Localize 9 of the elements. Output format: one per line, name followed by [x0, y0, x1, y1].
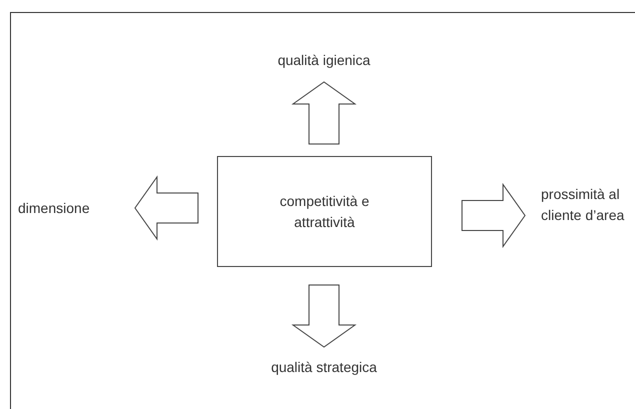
text-label: qualità strategica — [239, 357, 409, 377]
block-arrow — [462, 182, 526, 248]
block-arrow — [291, 284, 357, 348]
text-label: dimensione — [18, 198, 118, 218]
block-arrow — [134, 175, 198, 241]
block-arrow — [291, 81, 357, 144]
text-label: prossimità al cliente d’area — [541, 184, 633, 247]
text-label: qualità igienica — [259, 50, 389, 70]
process-box: competitività e attrattività — [217, 156, 432, 267]
